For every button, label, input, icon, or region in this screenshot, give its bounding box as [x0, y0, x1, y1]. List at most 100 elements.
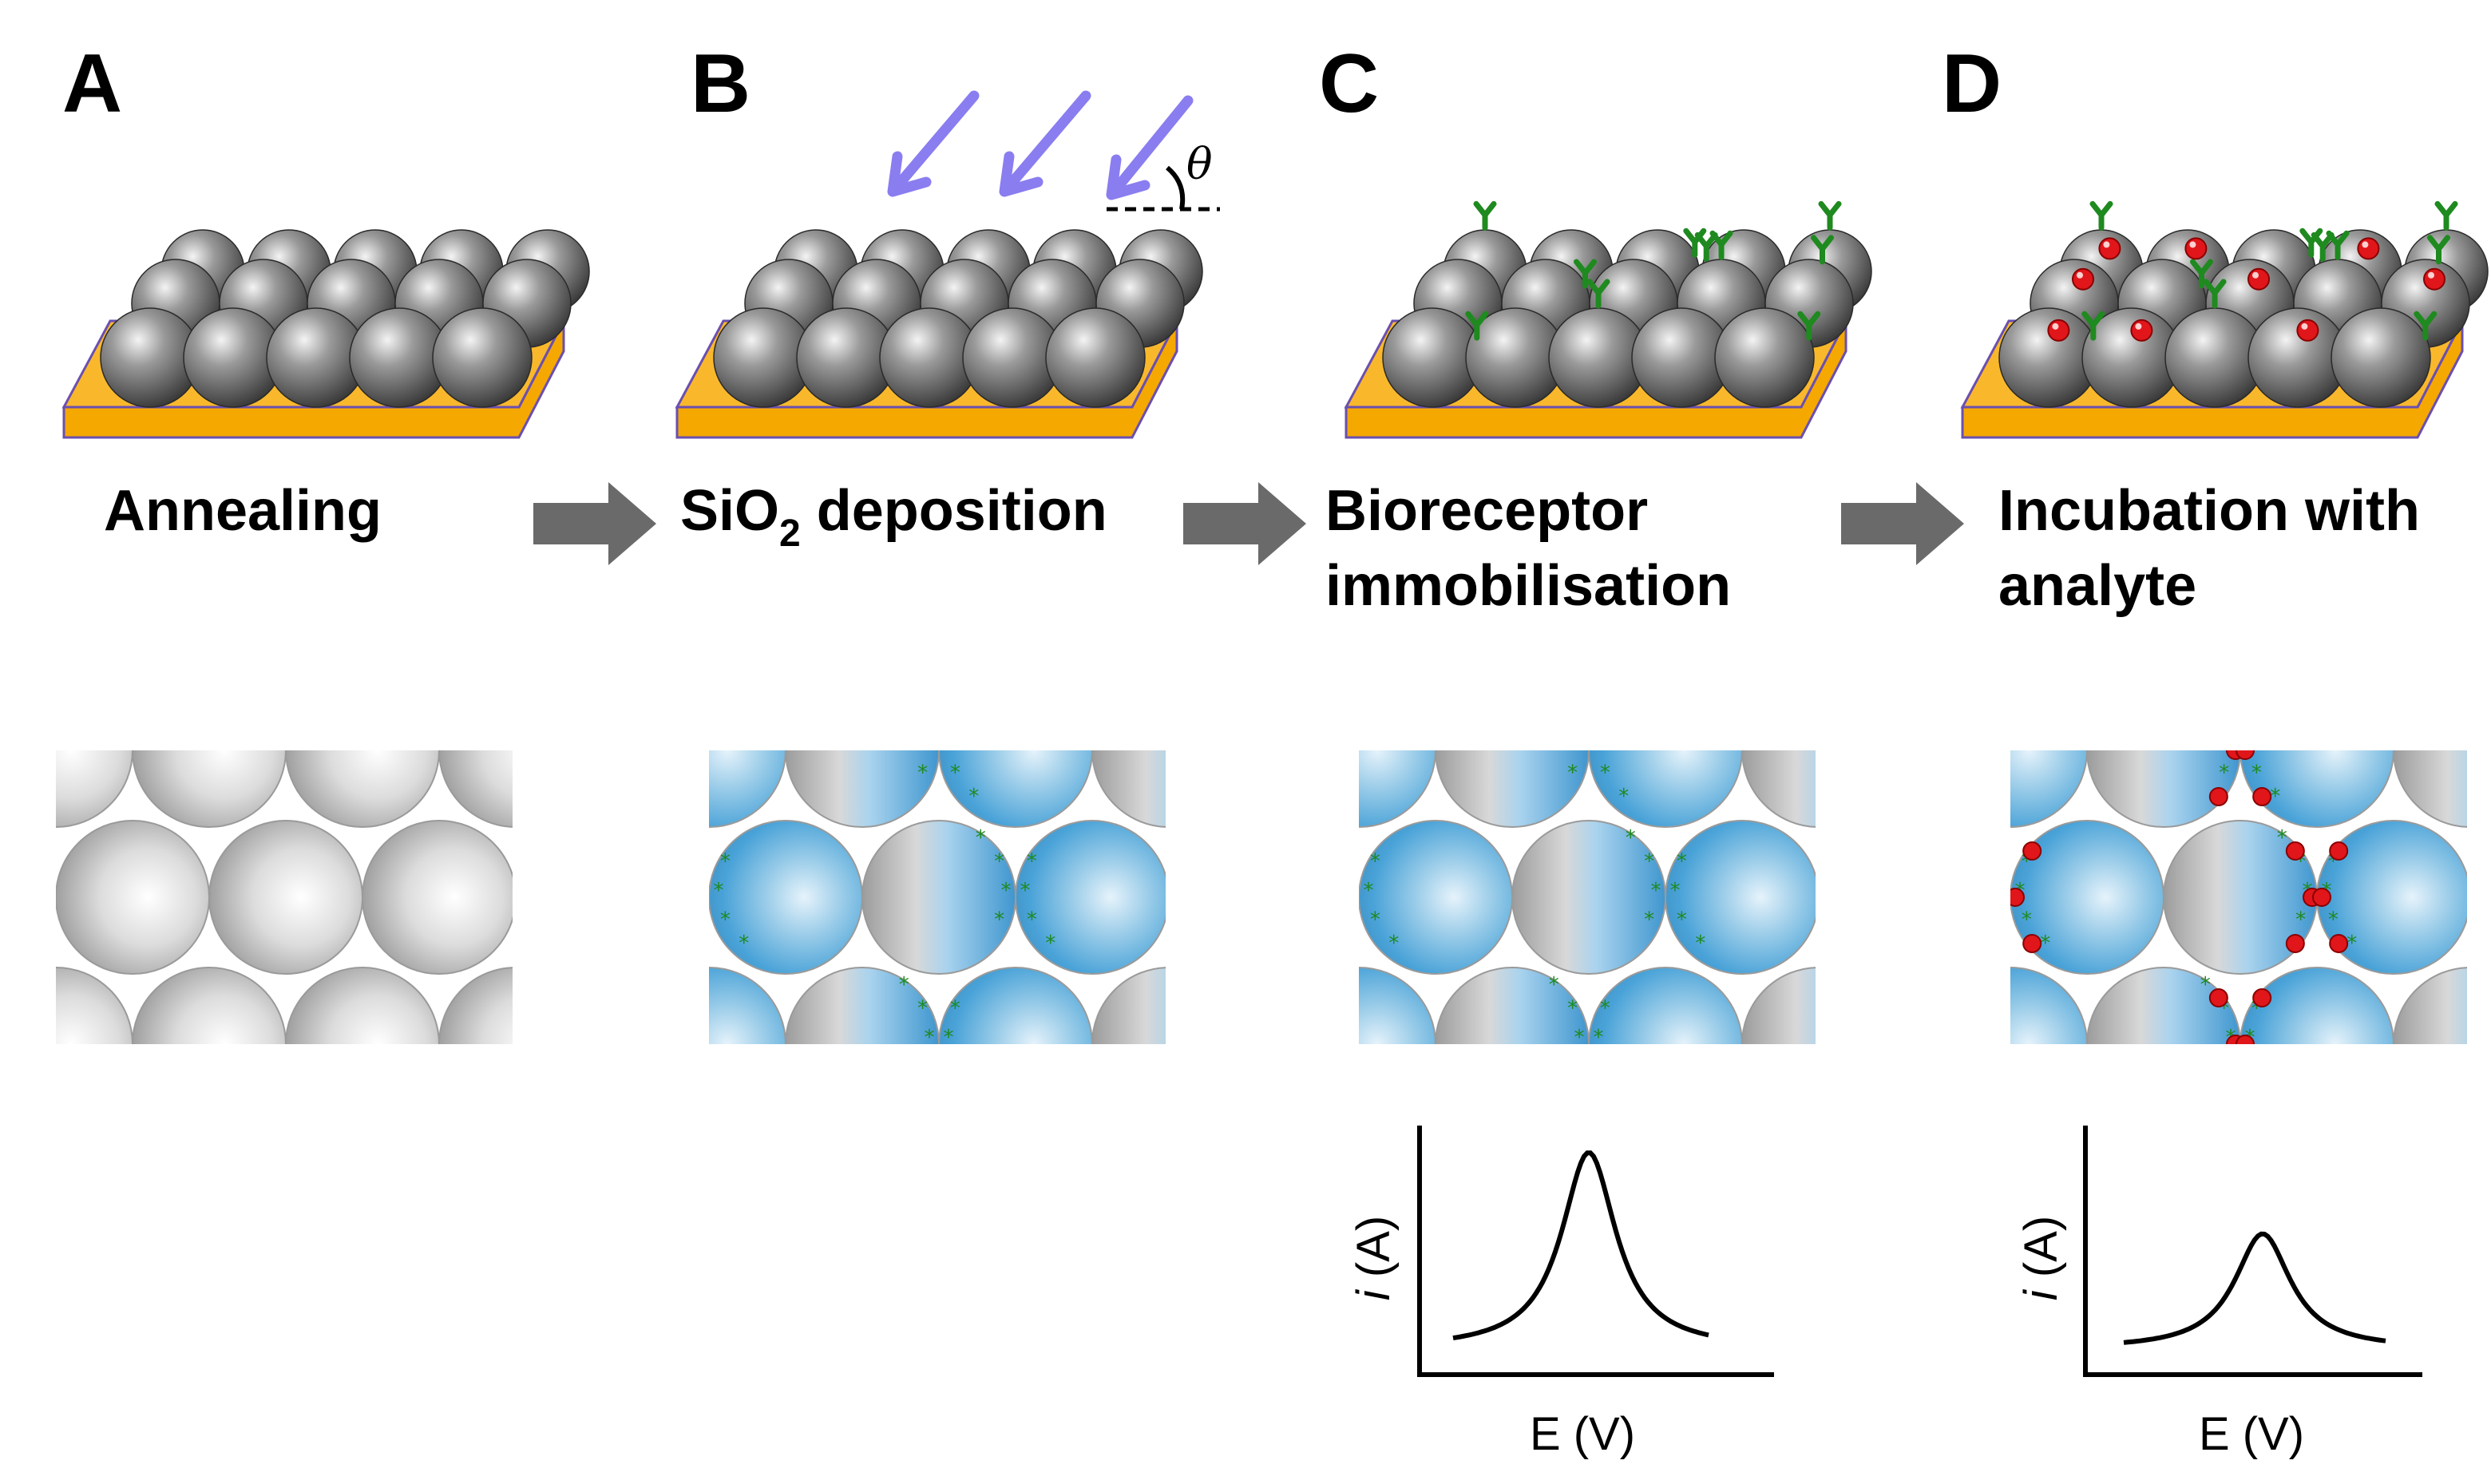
analyte-particle — [2423, 267, 2445, 291]
bioreceptor-mark: * — [2277, 826, 2287, 850]
analyte-particle — [2236, 750, 2255, 760]
bioreceptor-mark: * — [1337, 849, 1348, 873]
analyte-particle — [2247, 267, 2270, 291]
bioreceptor-mark: * — [968, 785, 979, 809]
sphere — [438, 967, 513, 1044]
analyte-particle — [2072, 267, 2094, 291]
bioreceptor-mark: * — [1958, 879, 1968, 903]
bioreceptor-mark: * — [1677, 908, 1687, 932]
bioreceptor-mark: * — [1695, 932, 1705, 956]
analyte-particle — [2329, 933, 2349, 953]
bioreceptor-mark: * — [1224, 996, 1234, 1020]
bioreceptor-mark: * — [1206, 973, 1216, 997]
deposition-beam-arrows — [887, 90, 1194, 200]
bioreceptor-mark: * — [1257, 996, 1267, 1020]
bioreceptor-mark: * — [739, 932, 749, 956]
bioreceptor-y — [1709, 230, 1733, 260]
bioreceptor-mark: * — [1919, 1026, 1930, 1050]
bioreceptor-mark: * — [618, 1026, 628, 1050]
bioreceptor-mark: * — [917, 702, 928, 726]
analyte-particle — [1980, 935, 1998, 952]
bioreceptor-mark: * — [1293, 702, 1304, 726]
bioreceptor-mark: * — [1567, 996, 1578, 1020]
bioreceptor-mark: * — [1268, 732, 1278, 756]
process-arrows — [533, 482, 1964, 565]
process-arrow-3 — [1841, 482, 1964, 565]
process-arrow-2 — [1183, 482, 1306, 565]
bioreceptor-mark: * — [1945, 702, 1955, 726]
bioreceptor-mark: * — [1977, 879, 1987, 903]
bioreceptor-mark: * — [1567, 702, 1578, 726]
step-label-incubation-line2: analyte — [1998, 554, 2196, 618]
bioreceptor-mark: * — [1945, 996, 1955, 1020]
analyte-particle — [2312, 888, 2331, 907]
bioreceptor-mark: * — [1250, 732, 1261, 756]
bioreceptor-mark: * — [1945, 762, 1955, 786]
bioreceptor-mark: * — [1989, 908, 1999, 932]
sphere — [1091, 750, 1166, 828]
bioreceptor-mark: * — [1618, 1078, 1629, 1102]
sphere — [1359, 967, 1436, 1044]
bioreceptor-mark: * — [1282, 826, 1293, 850]
analyte-particle — [1946, 989, 1964, 1007]
bioreceptor-mark: * — [644, 1055, 654, 1079]
sphere — [785, 967, 940, 1044]
bioreceptor-mark: * — [2200, 679, 2211, 703]
top-view-analyte-spheres: ****************************************… — [1903, 679, 2467, 1053]
bioreceptor-mark: * — [1268, 1026, 1278, 1050]
bioreceptor-mark: * — [1600, 762, 1610, 786]
bioreceptor-mark: * — [695, 879, 705, 903]
sphere — [785, 750, 940, 828]
analyte-particle — [2252, 988, 2272, 1008]
bioreceptor-mark: * — [994, 908, 1004, 932]
bioreceptor-mark: * — [899, 973, 909, 997]
bioreceptor-mark: * — [1370, 908, 1380, 932]
bioreceptor-mark: * — [1206, 679, 1216, 703]
voltammogram-analyte: i (A) E (V) — [2015, 1126, 2422, 1460]
bioreceptor-mark: * — [720, 849, 731, 873]
voltammogram-bioreceptor: i (A) E (V) — [1348, 1126, 1774, 1460]
process-arrow-1 — [533, 482, 656, 565]
bioreceptor-mark: * — [1907, 762, 1917, 786]
panel-letter-b: B — [691, 38, 750, 130]
bioreceptor-mark: * — [687, 908, 698, 932]
sphere — [2010, 967, 2088, 1044]
bioreceptor-y — [1811, 235, 1834, 265]
analyte-particle — [2296, 319, 2319, 342]
angle-theta-label: θ — [1186, 139, 1213, 189]
bioreceptor-mark: * — [1919, 732, 1930, 756]
bioreceptor-mark: * — [1250, 1026, 1261, 1050]
beam-arrow-3 — [1106, 95, 1194, 200]
bioreceptor-mark: * — [1312, 1078, 1322, 1102]
bioreceptor-mark: * — [1231, 1026, 1242, 1050]
bioreceptor-mark: * — [1287, 1026, 1297, 1050]
analyte-particle — [2022, 841, 2042, 861]
sphere — [285, 750, 440, 828]
sphere — [1359, 886, 1360, 908]
bioreceptor-mark: * — [1301, 908, 1311, 932]
bioreceptor-y — [1473, 200, 1497, 231]
bioreceptor-mark: * — [1027, 849, 1037, 873]
panel-letter-c: C — [1319, 38, 1379, 130]
sphere-array-3d-analyte — [1960, 200, 2489, 439]
bioreceptor-mark: * — [917, 996, 928, 1020]
bioreceptor-mark: * — [1293, 996, 1304, 1020]
bioreceptor-mark: * — [1020, 879, 1031, 903]
bioreceptor-mark: * — [1261, 1055, 1271, 1079]
peak-curve — [2123, 1231, 2386, 1345]
bioreceptor-mark: * — [976, 826, 986, 850]
bioreceptor-mark: * — [2200, 973, 2211, 997]
bioreceptor-mark: * — [1600, 996, 1610, 1020]
analyte-particle — [2236, 1035, 2255, 1044]
analyte-particle — [1920, 1035, 1938, 1053]
bioreceptor-mark: * — [968, 1078, 979, 1102]
bioreceptor-mark: * — [1224, 1055, 1234, 1079]
sphere — [938, 750, 1093, 828]
analyte-particle — [2208, 786, 2228, 806]
bioreceptor-mark: * — [644, 762, 654, 786]
analyte-particle — [1903, 788, 1921, 805]
angle-arc — [1165, 165, 1186, 210]
sphere — [1169, 821, 1322, 974]
bioreceptor-y — [2414, 311, 2438, 341]
analyte-particle — [2130, 319, 2153, 342]
